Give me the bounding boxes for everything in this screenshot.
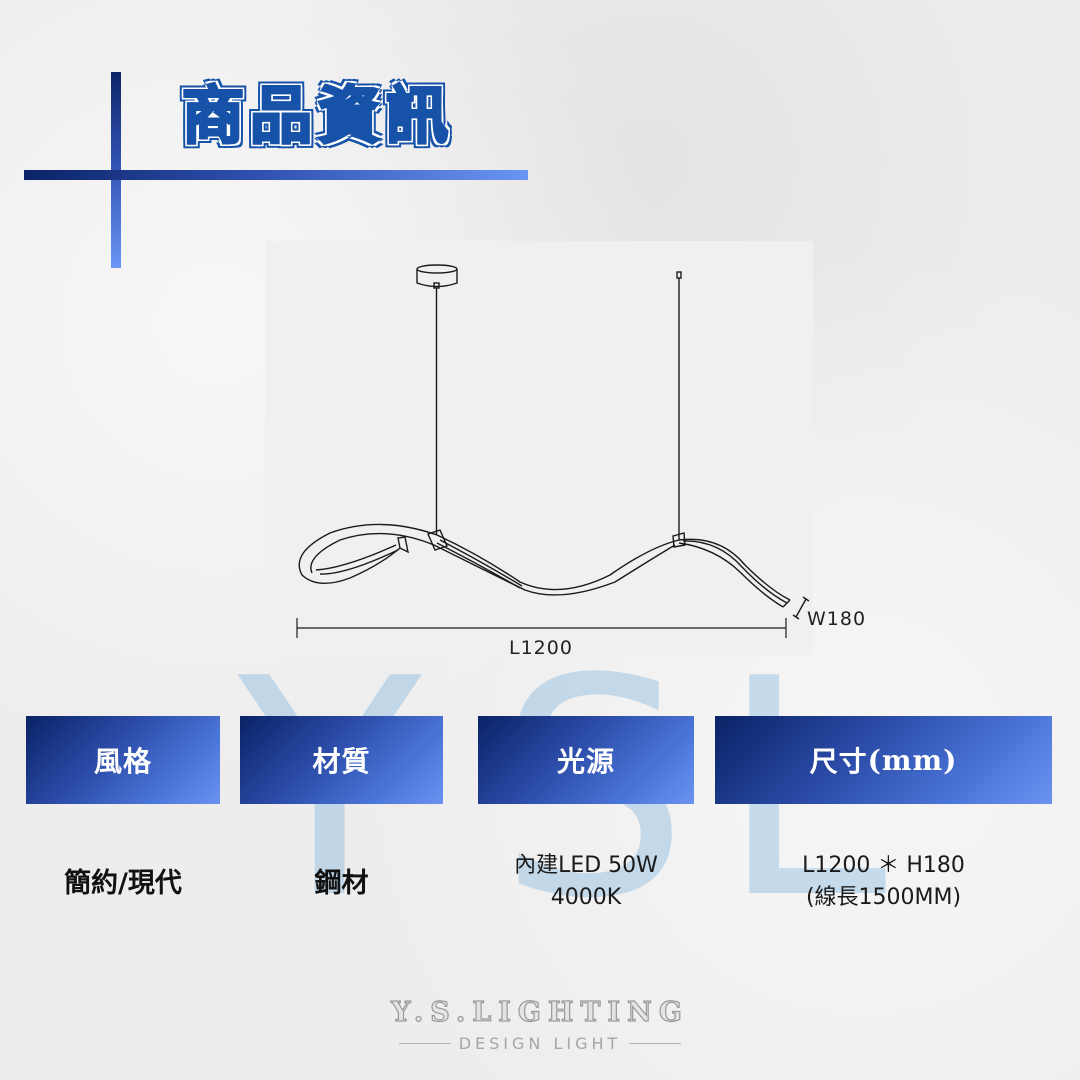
brand-tagline: DESIGN LIGHT (458, 1034, 622, 1053)
spec-value-line: 簡約/現代 (64, 868, 182, 899)
spec-value-line: (線長1500MM) (805, 885, 962, 910)
spec-value-line: 4000K (550, 885, 622, 910)
spec-value-dimensions: L1200 ＊ H180 (線長1500MM) (715, 850, 1052, 914)
spec-header-label: 材質 (312, 745, 371, 778)
spec-value-material: 鋼材 (240, 868, 443, 900)
spec-header-label: 光源 (556, 745, 615, 778)
brand-tagline-row: DESIGN LIGHT (0, 1034, 1080, 1053)
spec-value-light-source: 內建LED 50W 4000K (478, 850, 694, 914)
width-dimension-label: W180 (807, 608, 867, 630)
tagline-divider-right (629, 1043, 682, 1044)
horizontal-accent-bar (24, 170, 528, 180)
pendant-lamp-drawing (296, 264, 810, 638)
brand-name: Y.S.LIGHTING (391, 996, 689, 1028)
spec-value-line: 鋼材 (314, 868, 369, 899)
product-drawing-panel: L1200 (265, 241, 813, 659)
spec-header-label: 風格 (93, 745, 152, 778)
spec-header-dimensions: 尺寸(mm) (715, 716, 1052, 804)
spec-header-material: 材質 (240, 716, 443, 804)
page-title: 商品資訊 (180, 78, 455, 154)
brand-logo: Y.S.LIGHTING DESIGN LIGHT (0, 996, 1080, 1053)
spec-header-unit: (mm) (867, 743, 958, 777)
spec-value-style: 簡約/現代 (26, 868, 220, 900)
spec-header-label: 尺寸 (809, 745, 868, 778)
spec-value-line: 內建LED 50W (514, 853, 658, 878)
length-dimension-label: L1200 (509, 637, 573, 659)
spec-header-light-source: 光源 (478, 716, 694, 804)
spec-value-line: L1200 ＊ H180 (802, 853, 965, 878)
spec-header-style: 風格 (26, 716, 220, 804)
tagline-divider-left (398, 1043, 451, 1044)
